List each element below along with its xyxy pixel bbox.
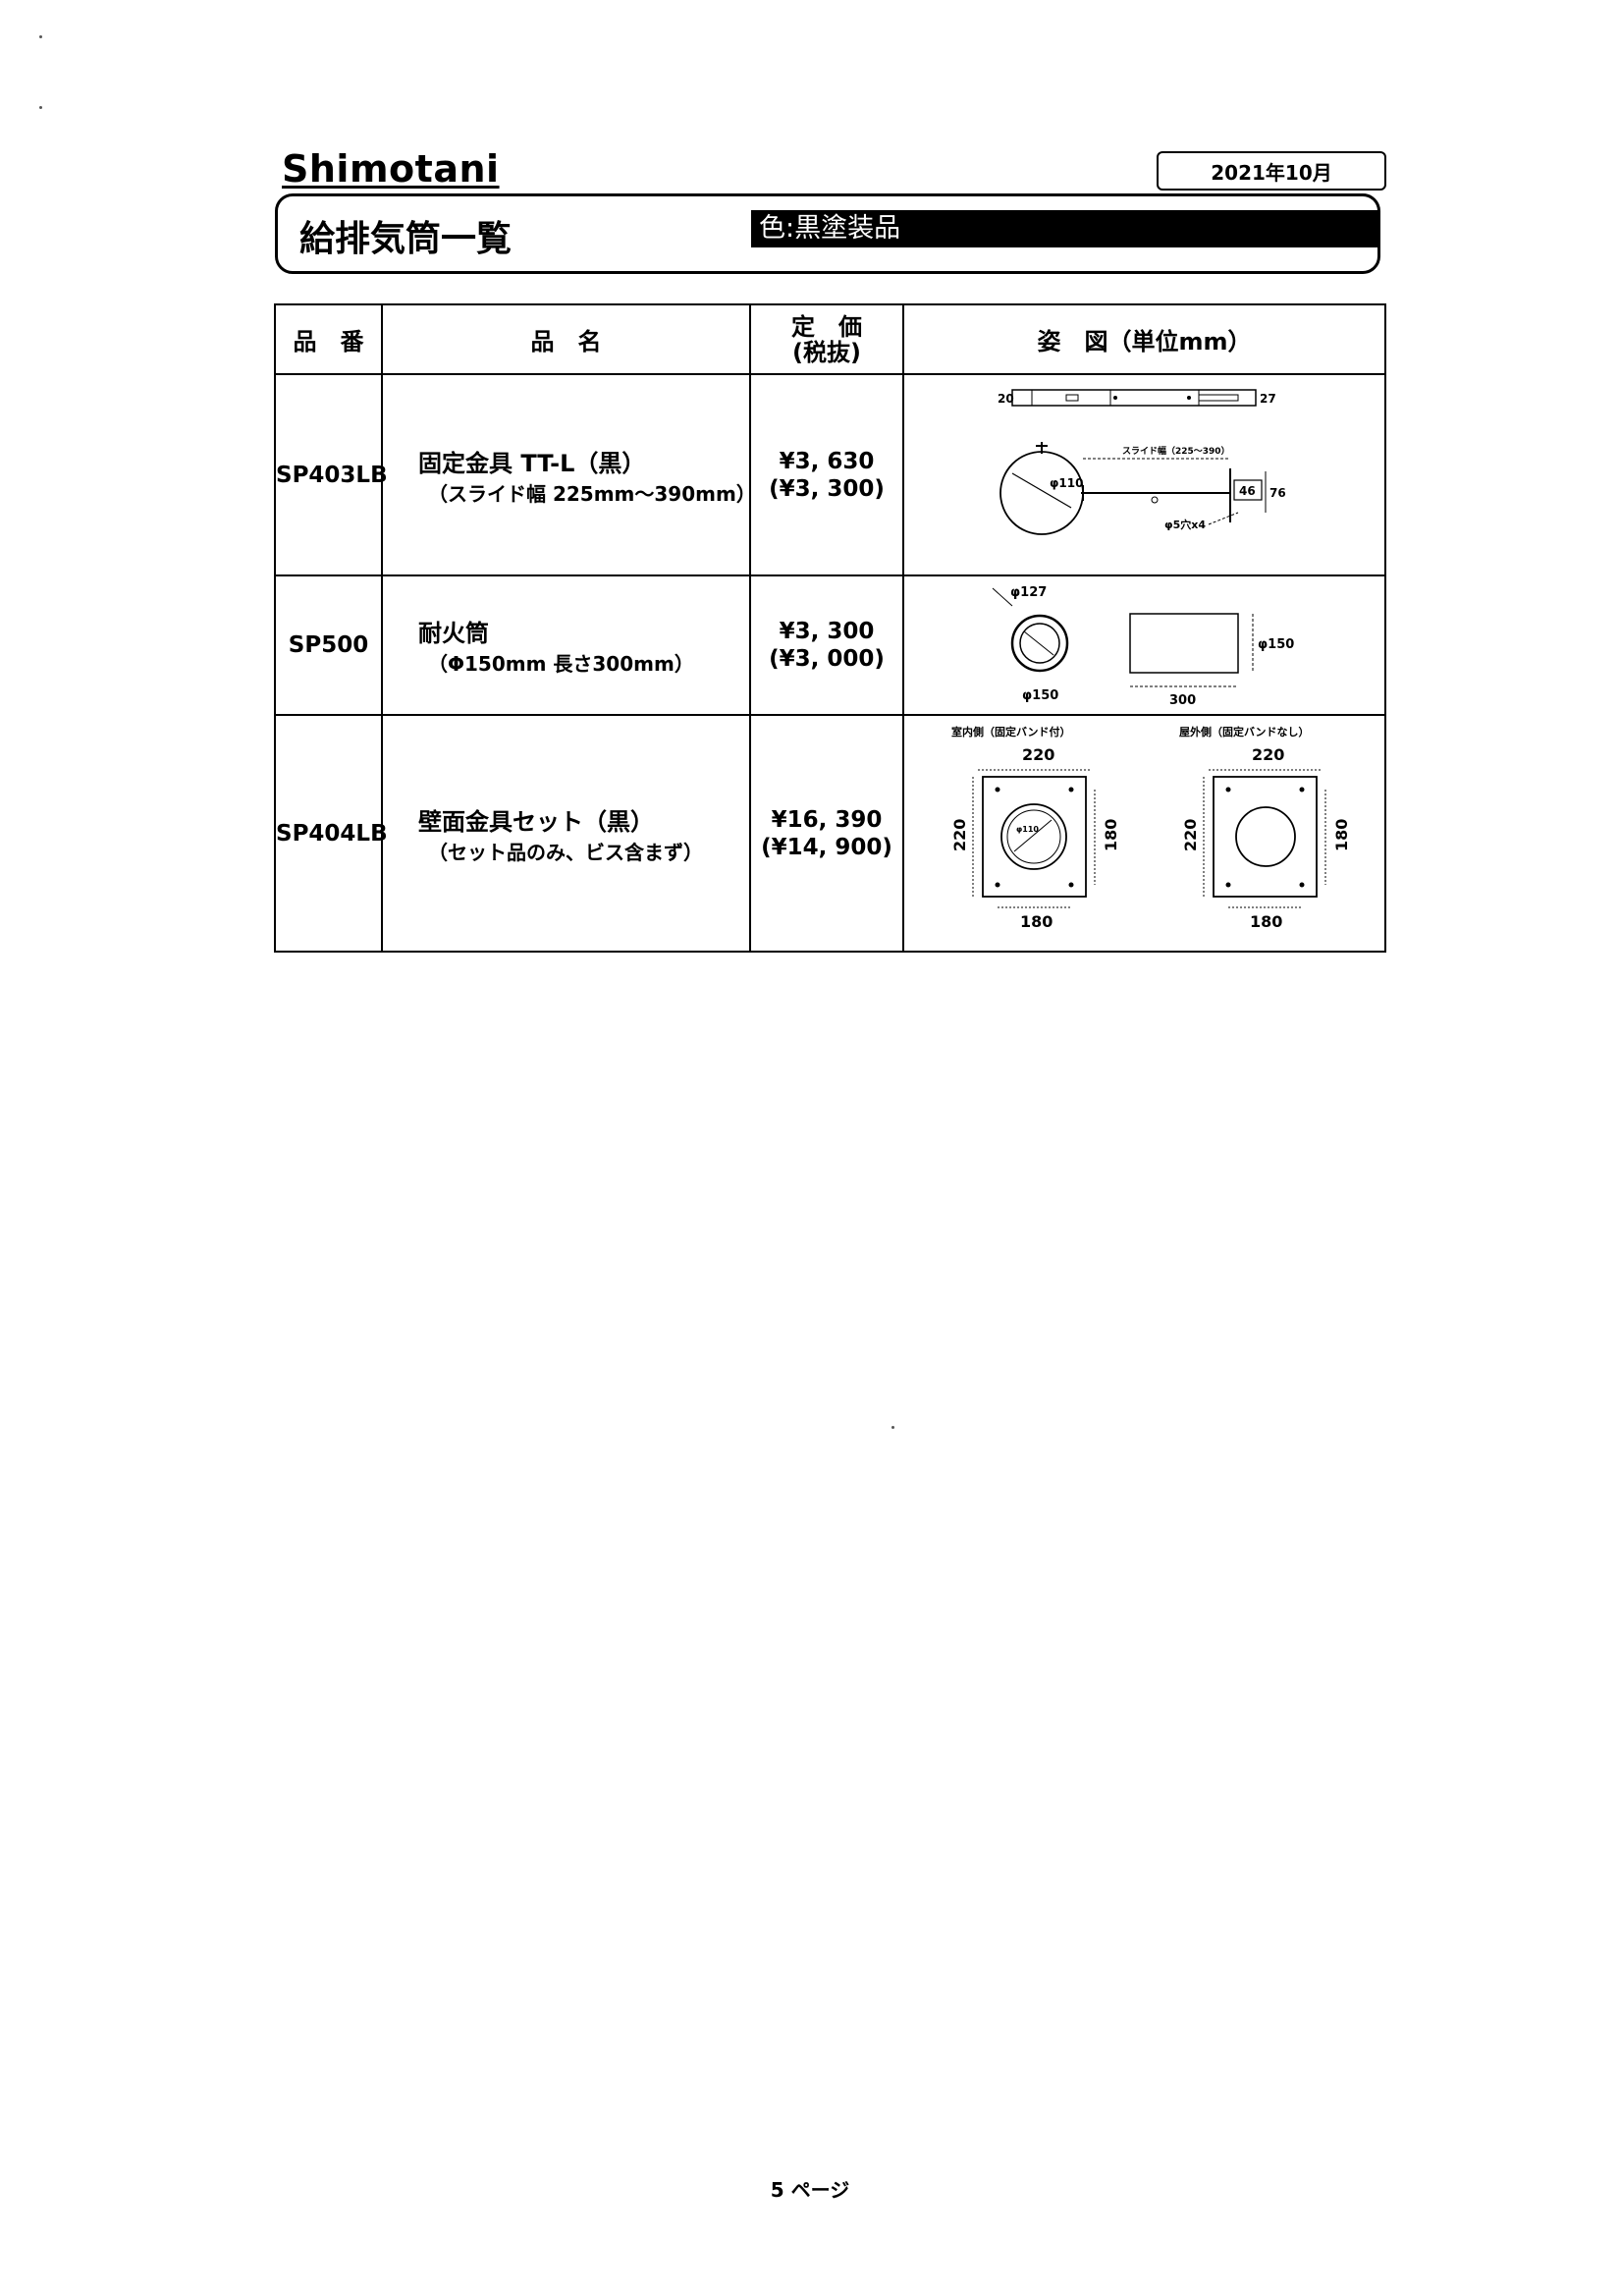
product-name-cell: 耐火筒 （Φ150mm 長さ300mm） <box>381 574 751 716</box>
wall-plate-drawing: 室内側（固定バンド付） 220 φ110 220 180 <box>950 725 1351 931</box>
slide-bar <box>1011 389 1257 407</box>
figure-cell: 室内側（固定バンド付） 220 φ110 220 180 <box>902 714 1386 953</box>
indoor-plate <box>982 776 1087 898</box>
leader-line <box>992 587 1013 607</box>
product-name: 壁面金具セット（黒） <box>418 807 654 836</box>
bar-hole <box>1113 396 1117 400</box>
outer-dim: φ150 <box>1022 688 1058 703</box>
bar-slot <box>1198 394 1239 402</box>
rod-nut <box>1151 496 1159 504</box>
sleeve-side <box>1129 613 1239 674</box>
dim-76: 76 <box>1269 486 1286 500</box>
bracket-drawing: 20 27 φ110 <box>998 389 1286 535</box>
product-spec: （Φ150mm 長さ300mm） <box>428 652 694 676</box>
band-diameter <box>1013 819 1053 852</box>
screw-hole <box>1225 787 1231 793</box>
page-title: 給排気筒一覧 <box>299 219 513 259</box>
indoor-left-dim: 220 <box>950 819 969 851</box>
date-badge: 2021年10月 <box>1157 151 1386 191</box>
product-name-cell: 壁面金具セット（黒） （セット品のみ、ビス含まず） <box>381 714 751 953</box>
product-name: 耐火筒 <box>418 620 489 647</box>
screw-hole <box>995 787 1000 793</box>
product-code: SP403LB <box>274 373 388 576</box>
circle-dim: φ110 <box>1050 476 1083 490</box>
scan-speck <box>39 106 42 109</box>
sleeve-inner <box>1019 623 1060 664</box>
sleeve-outer <box>1010 614 1069 673</box>
band-diameter <box>1011 472 1072 509</box>
indoor-right-dim: 180 <box>1102 819 1120 851</box>
price-cell: ¥16, 390 (¥14, 900) <box>749 714 904 953</box>
price-incl: ¥16, 390 <box>771 806 883 833</box>
product-code: SP500 <box>274 574 383 716</box>
price-incl: ¥3, 300 <box>779 619 875 644</box>
holes-label: φ5穴x4 <box>1164 518 1206 531</box>
outdoor-bottom-dim: 180 <box>1250 912 1282 931</box>
sleeve-drawing: φ127 φ150 φ150 300 <box>992 585 1294 708</box>
dim-right: 27 <box>1260 392 1276 406</box>
screw-hole <box>1068 787 1074 793</box>
scan-speck <box>891 1426 894 1429</box>
holes-leader <box>1208 512 1239 525</box>
outdoor-circle <box>1235 806 1296 867</box>
figure-cell: 20 27 φ110 <box>902 373 1386 576</box>
screw-hole <box>1299 882 1305 888</box>
screw-hole <box>1299 787 1305 793</box>
table-header-row: 品 番 品 名 定 価 (税抜) 姿 図（単位mm） <box>274 303 1386 375</box>
price-cell: ¥3, 630 (¥3, 300) <box>749 373 904 576</box>
indoor-band <box>1006 809 1061 864</box>
header-price-line1: 定 価 <box>791 312 862 341</box>
header-price: 定 価 (税抜) <box>749 303 904 375</box>
header-name: 品 名 <box>381 303 751 375</box>
bar-hole <box>1187 396 1191 400</box>
table-row: SP500 耐火筒 （Φ150mm 長さ300mm） ¥3, 300 (¥3, … <box>274 574 1386 716</box>
slide-label: スライド幅（225～390） <box>1122 445 1230 457</box>
indoor-label: 室内側（固定バンド付） <box>951 725 1071 738</box>
price-excl: (¥14, 900) <box>761 834 892 860</box>
header-figure: 姿 図（単位mm） <box>902 303 1386 375</box>
product-name: 固定金具 TT-L（黒） <box>418 449 646 477</box>
header-code: 品 番 <box>274 303 383 375</box>
sleeve-diameter <box>1023 630 1054 656</box>
header-price-line2: (税抜) <box>792 338 861 366</box>
indoor-circle-dim: φ110 <box>1016 825 1039 834</box>
product-name-cell: 固定金具 TT-L（黒） （スライド幅 225mm～390mm） <box>381 373 756 576</box>
screw-hole <box>1225 882 1231 888</box>
dim-left: 20 <box>998 392 1014 406</box>
table-row: SP403LB 固定金具 TT-L（黒） （スライド幅 225mm～390mm）… <box>274 373 1386 576</box>
screw-hole <box>1068 882 1074 888</box>
length-dim: 300 <box>1169 693 1196 708</box>
outdoor-label: 屋外側（固定バンドなし） <box>1179 725 1310 738</box>
product-code: SP404LB <box>274 714 388 953</box>
inner-dim: φ127 <box>1010 585 1047 600</box>
outdoor-top-dim: 220 <box>1252 745 1284 764</box>
scan-speck <box>39 35 42 38</box>
outdoor-plate <box>1213 776 1318 898</box>
product-spec: （スライド幅 225mm～390mm） <box>428 481 756 506</box>
product-spec: （セット品のみ、ビス含まず） <box>428 840 703 864</box>
table-row: SP404LB 壁面金具セット（黒） （セット品のみ、ビス含まず） ¥16, 3… <box>274 714 1386 953</box>
price-excl: (¥3, 300) <box>769 475 885 502</box>
plate-box <box>1233 479 1263 501</box>
dim-46: 46 <box>1239 484 1256 498</box>
band-circle <box>999 451 1084 535</box>
title-banner: 給排気筒一覧 色:黒塗装品 <box>275 193 1380 274</box>
side-dim: φ150 <box>1258 637 1294 652</box>
indoor-circle <box>1000 803 1067 870</box>
color-label: 色:黒塗装品 <box>751 210 1379 247</box>
price-incl: ¥3, 630 <box>779 448 875 474</box>
indoor-top-dim: 220 <box>1022 745 1054 764</box>
product-table: 品 番 品 名 定 価 (税抜) 姿 図（単位mm） SP403LB 固定金具 … <box>274 303 1386 953</box>
outdoor-left-dim: 220 <box>1181 819 1200 851</box>
page-number: 5 ページ <box>770 2178 850 2202</box>
price-excl: (¥3, 000) <box>769 646 885 672</box>
outdoor-right-dim: 180 <box>1332 819 1351 851</box>
price-cell: ¥3, 300 (¥3, 000) <box>749 574 904 716</box>
screw-hole <box>995 882 1000 888</box>
brand-logo: Shimotani <box>282 147 500 191</box>
indoor-bottom-dim: 180 <box>1020 912 1053 931</box>
figure-cell: φ127 φ150 φ150 300 <box>902 574 1386 716</box>
bar-slot <box>1065 394 1079 402</box>
